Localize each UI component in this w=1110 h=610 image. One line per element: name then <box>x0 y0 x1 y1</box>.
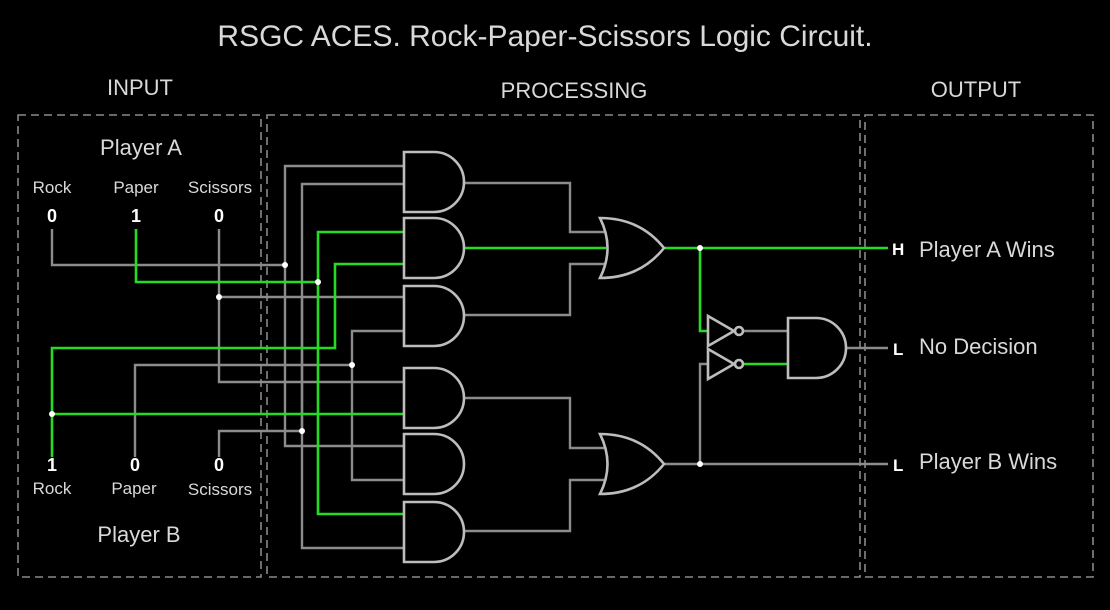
page-title: RSGC ACES. Rock-Paper-Scissors Logic Cir… <box>217 20 872 53</box>
active-wires <box>50 229 888 516</box>
player-a-scissors-label: Scissors <box>188 178 252 197</box>
wire-a-paper-to-and6 <box>316 282 404 516</box>
wire-a-paper <box>134 229 318 284</box>
and-gate-3 <box>402 284 466 348</box>
player-b-rock-label: Rock <box>33 479 72 498</box>
and-gate-4 <box>402 366 466 430</box>
not-gate-1-bubble <box>733 325 745 337</box>
not-gate-1 <box>706 313 737 349</box>
wire-a-paper-to-and2 <box>316 230 404 282</box>
processing-section-box <box>266 114 861 578</box>
input-section-box <box>17 114 262 578</box>
player-a-scissors-toggle[interactable]: 0 <box>214 206 224 226</box>
wire-and3-to-or1 <box>464 262 606 317</box>
player-b-paper-label: Paper <box>111 479 157 498</box>
or-gate-player-b <box>597 432 666 496</box>
section-input-header: INPUT <box>107 75 173 100</box>
section-processing-header: PROCESSING <box>501 78 648 103</box>
wire-b-paper-to-and3 <box>350 329 404 365</box>
junction-dot <box>282 262 288 268</box>
wire-b-paper-to-and5 <box>350 365 404 482</box>
and-gate-6 <box>402 500 466 564</box>
output-no-decision-label: No Decision <box>919 334 1038 359</box>
player-a-label: Player A <box>100 135 182 160</box>
wire-and1-to-or1 <box>464 181 606 234</box>
wire-a-rock-to-and5 <box>283 265 404 448</box>
wire-b-paper <box>133 363 352 457</box>
wire-a-rock <box>50 229 285 267</box>
junction-dot <box>315 279 321 285</box>
player-b-rock-toggle[interactable]: 1 <box>47 455 57 475</box>
junction-dot <box>49 411 55 417</box>
output-section-box <box>864 114 1094 578</box>
section-output-header: OUTPUT <box>931 77 1021 102</box>
player-a-paper-label: Paper <box>113 178 159 197</box>
junction-dot <box>697 245 703 251</box>
player-b-scissors-toggle[interactable]: 0 <box>214 455 224 475</box>
and-gate-no-decision <box>786 316 848 380</box>
or-gates <box>597 216 666 496</box>
and-gates <box>402 150 848 564</box>
inactive-wires <box>50 164 888 550</box>
wire-a-scissors-to-and4 <box>217 229 404 384</box>
not-gates <box>706 313 745 382</box>
player-b-paper-toggle[interactable]: 0 <box>130 455 140 475</box>
player-b-label: Player B <box>97 522 180 547</box>
wire-b-scissors <box>217 429 302 457</box>
output-player-b-level: L <box>893 456 903 475</box>
junction-dot <box>299 428 305 434</box>
and-gate-1 <box>402 150 466 214</box>
wire-or2-to-not2 <box>698 362 708 464</box>
wire-and6-to-or2 <box>464 478 606 533</box>
player-b-scissors-label: Scissors <box>188 480 252 499</box>
wire-b-rock-to-and2 <box>50 262 404 457</box>
and-gate-5 <box>402 432 466 496</box>
wire-and4-to-or2 <box>464 396 606 450</box>
wire-a-rock-to-and1 <box>283 164 404 265</box>
or-gate-player-a <box>597 216 666 280</box>
player-a-rock-toggle[interactable]: 0 <box>47 206 57 226</box>
not-gate-2 <box>706 346 737 382</box>
player-a-rock-label: Rock <box>33 178 72 197</box>
output-no-decision-level: L <box>893 340 903 359</box>
junction-dot <box>349 362 355 368</box>
output-player-b-label: Player B Wins <box>919 449 1057 474</box>
wire-or1-to-not1 <box>698 248 708 333</box>
junction-dot <box>697 461 703 467</box>
not-gate-2-bubble <box>733 358 745 370</box>
and-gate-2 <box>402 216 466 280</box>
junction-dot <box>216 294 222 300</box>
junction-dots <box>49 245 703 467</box>
output-player-a-level: H <box>892 240 904 259</box>
output-player-a-label: Player A Wins <box>919 237 1055 262</box>
player-a-paper-toggle[interactable]: 1 <box>131 206 141 226</box>
